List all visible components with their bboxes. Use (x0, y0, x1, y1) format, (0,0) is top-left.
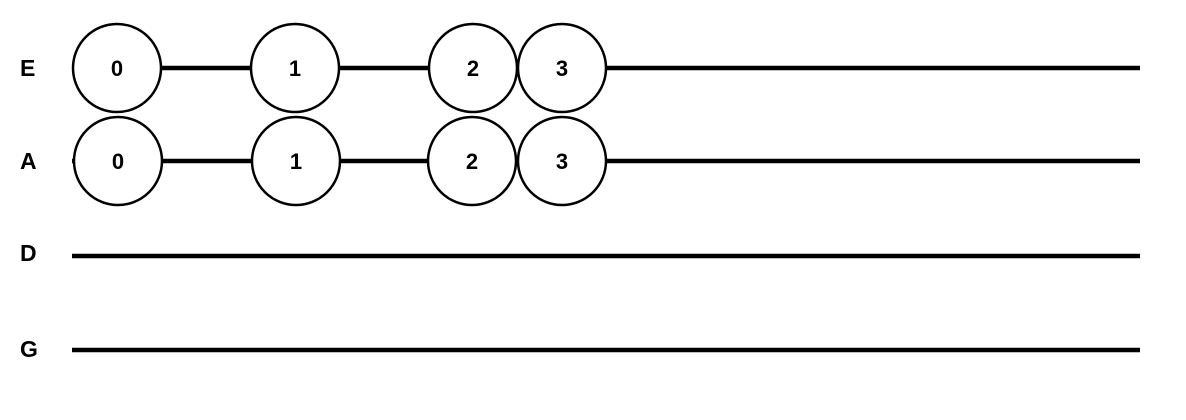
string-d: D (20, 240, 1140, 266)
note-number: 1 (290, 149, 302, 174)
note-circle (426, 115, 518, 207)
note-circle (249, 22, 341, 114)
note-e-2: 2 (427, 22, 519, 114)
note-circle (516, 22, 608, 114)
note-e-0: 0 (71, 22, 163, 114)
note-a-3: 3 (516, 115, 608, 207)
string-label-g: G (20, 336, 38, 362)
note-number: 3 (556, 56, 568, 81)
string-label-d: D (20, 240, 37, 266)
note-a-0: 0 (72, 115, 164, 207)
string-a: A 0 1 2 3 (20, 115, 1140, 207)
string-label-e: E (20, 55, 35, 81)
note-circle (516, 115, 608, 207)
string-g: G (20, 336, 1140, 362)
note-circle (71, 22, 163, 114)
note-circle (72, 115, 164, 207)
note-number: 3 (556, 149, 568, 174)
note-number: 2 (467, 56, 479, 81)
note-number: 1 (289, 56, 301, 81)
note-number: 0 (111, 56, 123, 81)
string-label-a: A (20, 148, 37, 174)
note-e-1: 1 (249, 22, 341, 114)
note-e-3: 3 (516, 22, 608, 114)
note-a-1: 1 (250, 115, 342, 207)
note-a-2: 2 (426, 115, 518, 207)
note-number: 0 (112, 149, 124, 174)
string-e: E 0 1 2 3 (20, 22, 1140, 114)
note-number: 2 (466, 149, 478, 174)
note-circle (250, 115, 342, 207)
